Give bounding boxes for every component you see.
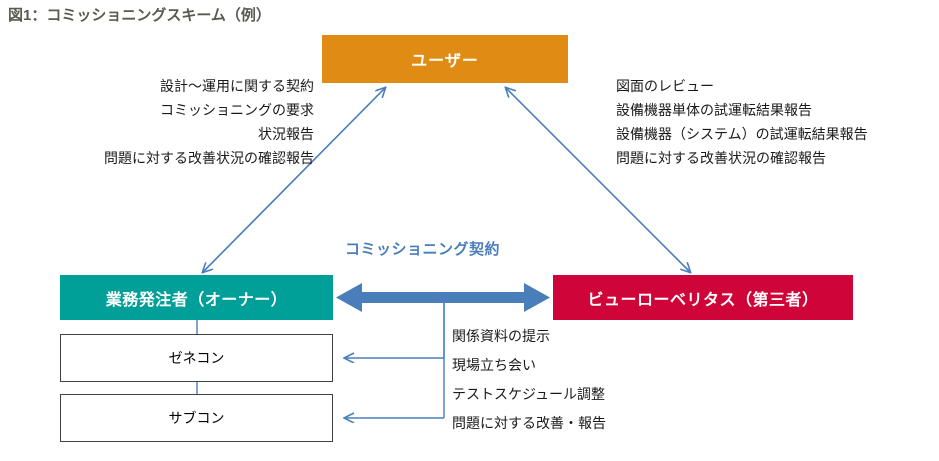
annotation-line: 図面のレビュー (616, 78, 714, 94)
annotation-line: 関係資料の提示 (452, 328, 550, 344)
node-user[interactable]: ユーザー (322, 35, 568, 83)
annotation-line: 問題に対する改善状況の確認報告 (104, 150, 314, 166)
node-general-contractor[interactable]: ゼネコン (60, 334, 333, 382)
node-subcontractor[interactable]: サブコン (60, 394, 333, 442)
node-user-label: ユーザー (411, 53, 479, 70)
node-bureau-veritas-label: ビューローベリタス（第三者） (587, 291, 819, 309)
node-general-contractor-label: ゼネコン (168, 350, 225, 366)
annotation-line: 設備機器（システム）の試運転結果報告 (616, 126, 868, 142)
node-bureau-veritas[interactable]: ビューローベリタス（第三者） (553, 275, 853, 320)
annotation-owner-to-user: 設計～運用に関する契約 コミッショニングの要求 状況報告 問題に対する改善状況の… (14, 74, 314, 170)
annotation-line: コミッショニングの要求 (160, 102, 314, 118)
annotation-line: 状況報告 (258, 126, 314, 142)
annotation-line: テストスケジュール調整 (452, 386, 606, 402)
edge-bv-contractors (345, 300, 445, 418)
edge-label-commissioning-contract: コミッショニング契約 (345, 241, 501, 258)
figure-title: 図1：コミッショニングスキーム（例） (8, 7, 271, 24)
annotation-bv-to-user: 図面のレビュー 設備機器単体の試運転結果報告 設備機器（システム）の試運転結果報… (616, 74, 868, 170)
node-owner[interactable]: 業務発注者（オーナー） (60, 275, 333, 320)
annotation-line: 現場立ち会い (452, 357, 536, 373)
annotation-line: 問題に対する改善状況の確認報告 (616, 150, 826, 166)
annotation-line: 問題に対する改善・報告 (452, 415, 606, 431)
node-owner-label: 業務発注者（オーナー） (105, 291, 288, 309)
edge-owner-bv-thick (336, 283, 550, 312)
node-subcontractor-label: サブコン (168, 410, 225, 426)
annotation-bv-to-contractors: 関係資料の提示 現場立ち会い テストスケジュール調整 問題に対する改善・報告 (452, 322, 606, 438)
annotation-line: 設備機器単体の試運転結果報告 (616, 102, 812, 118)
annotation-line: 設計～運用に関する契約 (160, 78, 314, 94)
